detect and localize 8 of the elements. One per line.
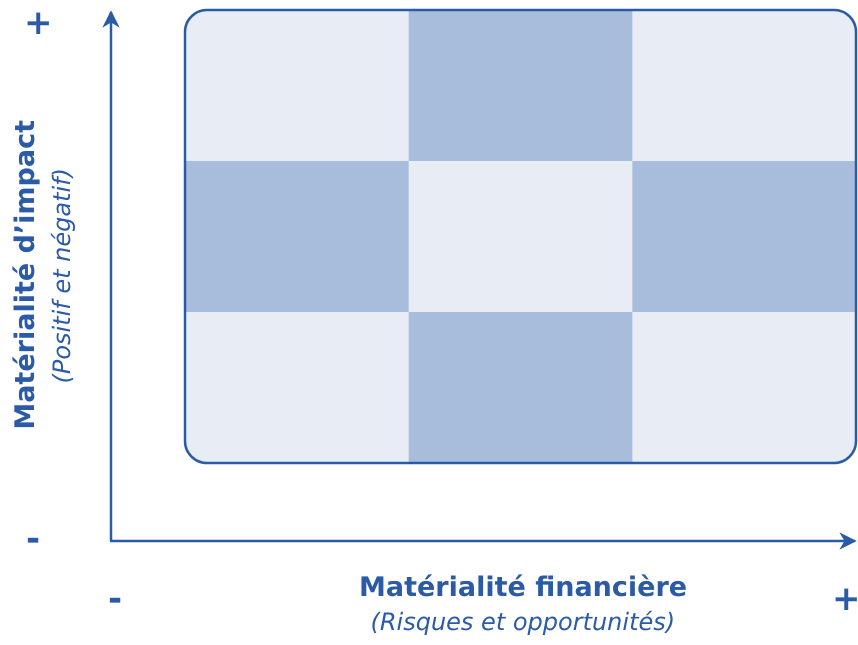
minus-sign: -: [108, 582, 122, 616]
axis-subtitle: (Risques et opportunités): [370, 610, 676, 634]
minus-sign: -: [26, 522, 40, 556]
axis-subtitle: (Positif et négatif): [50, 168, 74, 383]
axis-title: Matérialité d’impact: [12, 120, 39, 430]
axis-title: Matérialité financière: [359, 574, 688, 601]
plus-sign: +: [24, 6, 52, 40]
plus-sign: +: [832, 582, 858, 616]
